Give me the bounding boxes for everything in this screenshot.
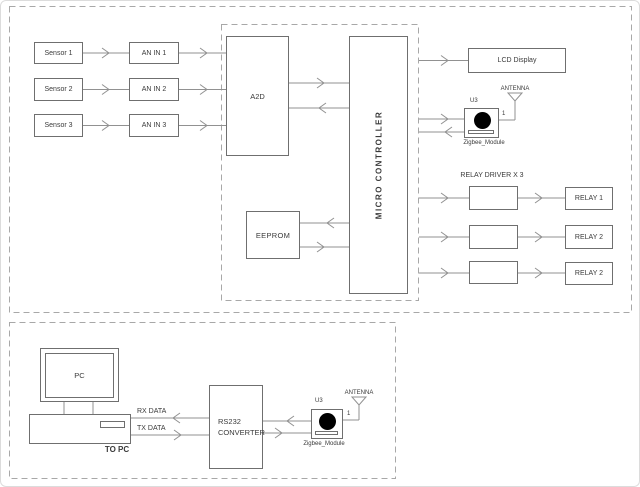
eeprom-box: EEPROM bbox=[246, 211, 300, 259]
an-in-3-box: AN IN 3 bbox=[129, 114, 179, 137]
to-pc-label: TO PC bbox=[104, 445, 130, 454]
antenna-icon bbox=[506, 92, 524, 102]
relay-1-box: RELAY 1 bbox=[565, 187, 613, 210]
relay-driver-label: RELAY DRIVER X 3 bbox=[460, 172, 524, 179]
rs232-line1: RS232 bbox=[218, 417, 241, 426]
arrowhead bbox=[316, 77, 325, 89]
arrowhead bbox=[286, 415, 295, 427]
relay-driver-3-box bbox=[469, 261, 518, 284]
pc-base bbox=[29, 414, 131, 444]
arrowhead bbox=[440, 231, 449, 243]
tx-data-label: TX DATA bbox=[137, 425, 166, 432]
arrowhead bbox=[101, 120, 110, 131]
an-in-1-label: AN IN 1 bbox=[141, 49, 167, 57]
a2d-label: A2D bbox=[250, 91, 265, 101]
transmitter-boundary bbox=[9, 6, 632, 313]
arrowhead bbox=[534, 231, 543, 243]
zigbee-ref: U3 bbox=[315, 398, 323, 404]
eeprom-label: EEPROM bbox=[255, 230, 291, 240]
zigbee-pin: 1 bbox=[347, 411, 351, 417]
arrowhead bbox=[326, 217, 335, 229]
zigbee-name: Zigbee_Module bbox=[463, 140, 505, 146]
arrowhead bbox=[199, 120, 208, 131]
sensor-2-label: Sensor 2 bbox=[44, 86, 73, 93]
pc-monitor: PC bbox=[40, 348, 119, 402]
zigbee-slot-icon bbox=[315, 431, 338, 435]
relay-1-label: RELAY 1 bbox=[574, 195, 604, 202]
sensor-3-label: Sensor 3 bbox=[44, 122, 73, 129]
arrowhead bbox=[534, 192, 543, 204]
microcontroller-label: MICRO CONTROLLER bbox=[374, 110, 383, 220]
arrowhead bbox=[101, 47, 110, 59]
a2d-box: A2D bbox=[226, 36, 289, 156]
sensor-1-label: Sensor 1 bbox=[44, 49, 73, 57]
an-in-2-label: AN IN 2 bbox=[141, 86, 167, 93]
arrowhead bbox=[440, 267, 449, 279]
arrowhead bbox=[274, 427, 283, 439]
sensor-3-box: Sensor 3 bbox=[34, 114, 83, 137]
relay-2-label: RELAY 2 bbox=[574, 233, 604, 241]
pc-screen: PC bbox=[45, 353, 114, 398]
pc-label: PC bbox=[74, 371, 85, 380]
arrowhead bbox=[101, 84, 110, 95]
lcd-display-box: LCD Display bbox=[468, 48, 566, 73]
arrowhead bbox=[199, 84, 208, 95]
rs232-line2: CONVERTER bbox=[218, 428, 265, 437]
an-in-1-box: AN IN 1 bbox=[129, 42, 179, 64]
zigbee-dot-icon bbox=[319, 413, 336, 430]
arrowhead bbox=[173, 429, 182, 441]
arrowhead bbox=[172, 412, 181, 424]
arrowhead bbox=[316, 241, 325, 253]
pc-drive-slot bbox=[100, 421, 125, 428]
arrowhead bbox=[199, 47, 208, 59]
zigbee-module-box bbox=[311, 409, 343, 439]
relay-3-label: RELAY 2 bbox=[574, 270, 604, 277]
relay-driver-2-box bbox=[469, 225, 518, 249]
an-in-2-box: AN IN 2 bbox=[129, 78, 179, 101]
rs232-converter-box: RS232 CONVERTER bbox=[209, 385, 265, 469]
zigbee-pin: 1 bbox=[502, 111, 506, 117]
arrowhead bbox=[444, 126, 453, 138]
relay-2-box: RELAY 2 bbox=[565, 225, 613, 249]
zigbee-dot-icon bbox=[474, 112, 491, 129]
arrowhead bbox=[440, 113, 449, 125]
relay-3-box: RELAY 2 bbox=[565, 262, 613, 285]
zigbee-module-box bbox=[464, 108, 499, 138]
arrowhead bbox=[534, 267, 543, 279]
an-in-3-label: AN IN 3 bbox=[141, 122, 167, 129]
zigbee-name: Zigbee_Module bbox=[303, 441, 345, 447]
antenna-icon bbox=[350, 396, 368, 406]
sensor-1-box: Sensor 1 bbox=[34, 42, 83, 64]
arrowhead bbox=[318, 102, 327, 114]
arrowhead bbox=[440, 192, 449, 204]
lcd-display-label: LCD Display bbox=[497, 57, 537, 64]
rx-data-label: RX DATA bbox=[137, 408, 167, 415]
microcontroller-box: MICRO CONTROLLER bbox=[349, 36, 408, 294]
arrowhead bbox=[440, 55, 449, 66]
relay-driver-1-box bbox=[469, 186, 518, 210]
zigbee-ref: U3 bbox=[470, 98, 478, 104]
antenna-label: ANTENNA bbox=[344, 390, 374, 396]
sensor-2-box: Sensor 2 bbox=[34, 78, 83, 101]
antenna-label: ANTENNA bbox=[500, 86, 530, 92]
controller-boundary bbox=[221, 24, 419, 301]
zigbee-slot-icon bbox=[468, 130, 494, 134]
receiver-boundary bbox=[9, 322, 396, 479]
